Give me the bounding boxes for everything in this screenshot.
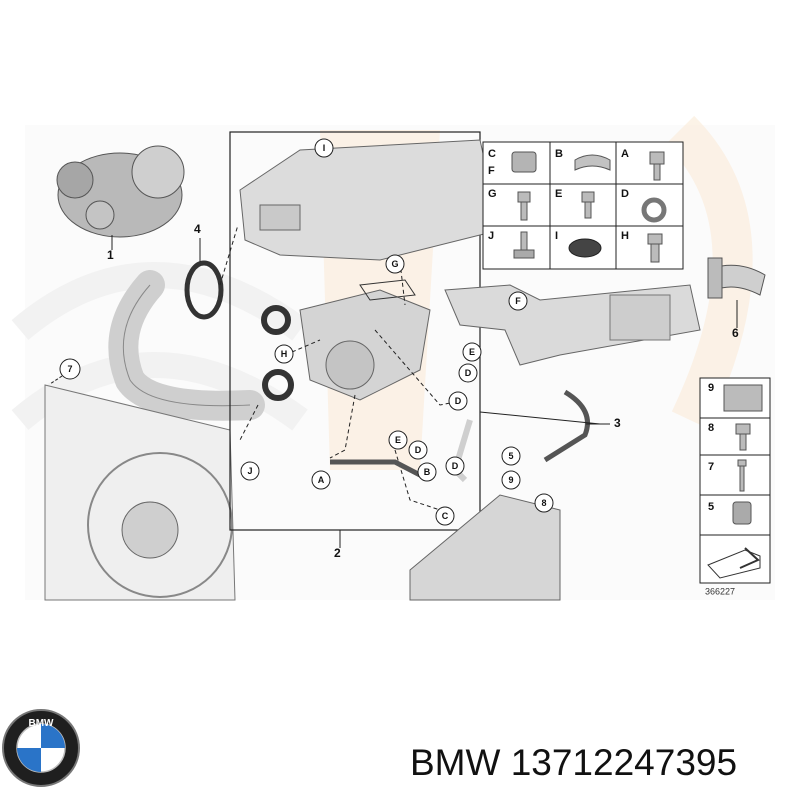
callout-2: 2 [334,546,341,560]
key-label-A: A [621,148,629,160]
side-key-5: 5 [708,501,714,513]
oil-feed-pipe [330,459,422,478]
key-label-F: F [488,165,495,177]
callout-1: 1 [107,248,114,262]
key-label-G: G [488,188,497,200]
turbo-assembly [299,289,431,401]
part-number-caption: BMW 13712247395 [410,742,738,783]
fastener-key-grid [482,141,684,270]
callout-8: 8 [541,498,546,508]
letter-D-callout-mid: D [455,396,462,406]
key-label-B: B [555,148,563,160]
v-band-clamp [707,257,766,299]
key-label-E: E [555,188,562,200]
assembly-frame [229,131,481,531]
letter-C-callout: C [442,511,449,521]
callout-9: 9 [508,475,513,485]
callout-7: 7 [67,364,72,374]
key-label-H: H [621,230,629,242]
side-key-8: 8 [708,422,714,434]
gasket-g [359,279,416,301]
letter-E-callout-upper: E [469,347,475,357]
seal-ring-upper [261,305,291,335]
key-label-C: C [488,148,496,160]
letter-D-callout-lower: D [415,445,422,455]
callout-4: 4 [194,222,201,236]
oil-pan [409,494,561,601]
letter-E-callout-lower: E [395,435,401,445]
diagram-ref-number: 366227 [705,586,735,596]
letter-B-callout: B [424,467,431,477]
letter-A-callout: A [318,475,325,485]
key-label-J: J [488,230,494,242]
callout-5: 5 [508,451,513,461]
letter-D-callout-upper: D [465,368,472,378]
catalytic-converter [444,284,701,366]
side-key-9: 9 [708,382,714,394]
oil-line-part [543,389,590,463]
callout-6: 6 [732,326,739,340]
callout-3: 3 [614,416,621,430]
bmw-logo-text: BMW [29,718,55,729]
letter-G-callout: G [391,259,398,269]
radiator-fan [44,384,236,601]
side-key-grid [699,377,771,584]
seal-ring-lower [262,369,294,401]
letter-F-callout: F [515,296,521,306]
letter-D-callout-pipe: D [452,461,459,471]
side-key-7: 7 [708,461,714,473]
bmw-logo: BMW [2,709,80,787]
letter-H-callout: H [281,349,288,359]
turbocharger-part [56,145,185,238]
ring-gasket [184,260,224,320]
key-label-D: D [621,188,629,200]
key-label-I: I [555,230,558,242]
letter-I-callout: I [323,143,326,153]
letter-J-callout: J [247,466,252,476]
